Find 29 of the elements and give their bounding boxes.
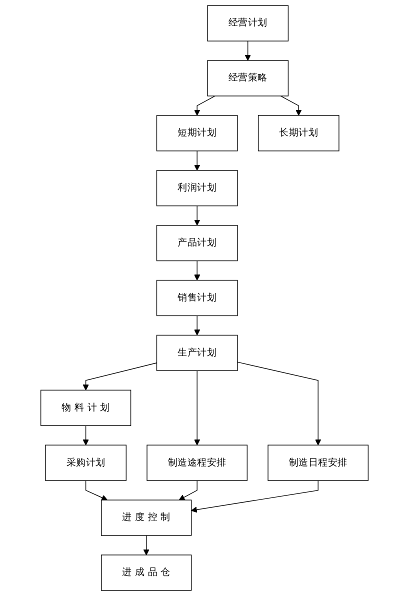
arrow xyxy=(237,362,322,446)
node-box: 制造日程安排 xyxy=(268,444,369,481)
arrow xyxy=(143,535,150,556)
node-box: 利润计划 xyxy=(156,170,238,206)
node-box: 销售计划 xyxy=(156,280,238,316)
node-box: 进 度 控 制 xyxy=(100,500,192,536)
arrow xyxy=(178,480,198,500)
node-box: 产品计划 xyxy=(156,224,238,262)
arrow xyxy=(194,96,216,116)
arrow xyxy=(82,362,158,390)
arrow xyxy=(194,315,200,336)
arrow xyxy=(194,206,200,226)
node-box: 采购计划 xyxy=(45,444,126,481)
arrow xyxy=(244,40,251,61)
arrow xyxy=(82,425,89,446)
arrow xyxy=(194,370,200,446)
node-box: 物 料 计 划 xyxy=(40,390,132,426)
node-box: 经营策略 xyxy=(207,60,289,96)
node-box: 进 成 品 仓 xyxy=(100,554,192,591)
arrow xyxy=(85,480,108,501)
node-box: 长期计划 xyxy=(258,115,340,152)
node-box: 制造途程安排 xyxy=(146,444,248,481)
arrow xyxy=(280,96,302,116)
arrow xyxy=(194,150,200,171)
node-box: 短期计划 xyxy=(156,115,238,152)
arrow xyxy=(191,480,318,513)
arrow xyxy=(194,260,200,281)
node-box: 经营计划 xyxy=(207,5,289,42)
node-box: 生产计划 xyxy=(156,334,238,372)
